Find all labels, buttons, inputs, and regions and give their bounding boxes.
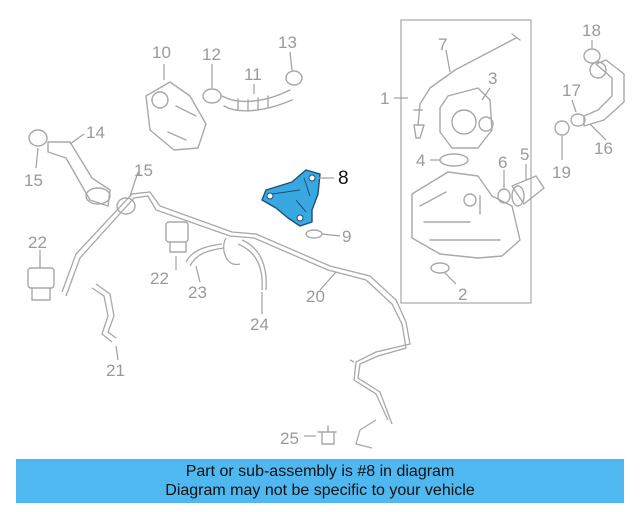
part-17-ring	[570, 113, 586, 127]
callout-5: 5	[520, 145, 529, 164]
callout-4: 4	[416, 151, 425, 170]
callout-22b: 22	[150, 269, 169, 288]
callout-22a: 22	[28, 233, 47, 252]
part-2-gasket	[430, 262, 450, 274]
callout-24: 24	[250, 315, 269, 334]
banner-line-2: Diagram may not be specific to your vehi…	[165, 482, 475, 499]
callout-13: 13	[278, 33, 297, 52]
callout-20: 20	[306, 287, 325, 306]
part-3-valve	[439, 87, 494, 149]
part-16-pipe	[583, 59, 625, 127]
callout-7: 7	[438, 35, 447, 54]
callout-2: 2	[458, 285, 467, 304]
part-9-ring	[305, 229, 323, 239]
callout-25: 25	[280, 429, 299, 448]
part-6-ring	[497, 188, 511, 204]
part-15-gasket-a	[28, 129, 48, 147]
part-25-fitting	[317, 425, 337, 445]
part-24-hose	[237, 239, 267, 291]
callout-15a: 15	[24, 171, 43, 190]
part-13-gasket	[285, 70, 303, 86]
part-11-pipe	[221, 89, 293, 112]
part-22-valve-b	[165, 221, 189, 253]
callout-9: 9	[342, 227, 351, 246]
callout-11: 11	[244, 65, 262, 84]
callout-3: 3	[488, 69, 497, 88]
part-20-tube	[61, 191, 411, 449]
callout-14: 14	[86, 123, 105, 142]
callout-21: 21	[106, 361, 125, 380]
part-4-oring	[439, 153, 469, 167]
part-15-gasket-b	[116, 197, 136, 215]
part-14-pipe	[47, 141, 111, 207]
callout-16: 16	[594, 139, 613, 158]
part-23-hose	[185, 237, 241, 267]
part-10-valve	[145, 81, 207, 151]
part-1-housing	[411, 171, 521, 259]
part-19-ring	[554, 120, 570, 136]
callout-19: 19	[552, 163, 571, 182]
part-7-tube	[413, 33, 521, 139]
callout-6: 6	[498, 153, 507, 172]
callout-1: 1	[380, 89, 389, 108]
part-8-bracket	[261, 169, 321, 227]
sub-assembly-box	[400, 19, 532, 304]
callout-12: 12	[202, 45, 221, 64]
part-12-gasket	[202, 88, 222, 104]
callout-8: 8	[338, 168, 349, 189]
part-5-coupler	[511, 175, 545, 207]
callout-10: 10	[152, 43, 171, 62]
banner-line-1: Part or sub-assembly is #8 in diagram	[185, 463, 455, 480]
callout-18: 18	[582, 21, 601, 40]
part-22-valve-a	[27, 257, 55, 301]
callout-23: 23	[188, 283, 207, 302]
part-18-gasket	[583, 48, 601, 64]
part-21-hose	[91, 283, 117, 343]
leader-lines	[35, 40, 607, 437]
callout-17: 17	[562, 81, 581, 100]
info-banner: Part or sub-assembly is #8 in diagram Di…	[16, 459, 624, 503]
callout-15b: 15	[134, 161, 153, 180]
